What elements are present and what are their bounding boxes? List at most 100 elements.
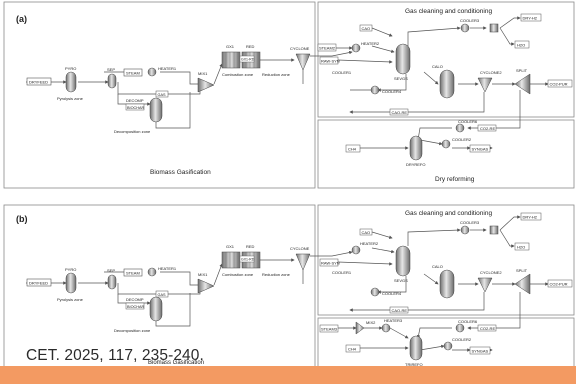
- co2re-block-b: [477, 324, 497, 332]
- cooler4-icon-b: [370, 287, 380, 297]
- drynh2-block-a: [520, 13, 542, 22]
- heater2-label-b: HEATER2: [360, 241, 379, 246]
- sevgs-reactor-a: [395, 43, 411, 75]
- gas-label-b: GAS: [158, 293, 166, 297]
- calo-label-a: CALO: [432, 64, 443, 69]
- decomp-label-b: DECOMP: [126, 297, 144, 302]
- co2re-block-a: [477, 124, 497, 132]
- steam-label-a: STEAM: [126, 71, 140, 76]
- cooler4-icon-a: [370, 85, 380, 95]
- cyclone2-icon-b: [477, 277, 493, 293]
- co2pur-block-a: [547, 79, 573, 88]
- cooler4-label-b: COOLER4: [382, 291, 402, 296]
- split-icon-a: [514, 73, 531, 95]
- heater1-icon-b: [147, 267, 157, 277]
- drynh2-label-a: DRY-H2: [523, 16, 538, 21]
- caore-block-a: [389, 108, 409, 116]
- cao-label-a: CAO: [362, 26, 371, 31]
- cleaning-title-b: Gas cleaning and conditioning: [405, 210, 492, 217]
- citation-caption: CET. 2025, 117, 235-240.: [26, 347, 204, 364]
- dryfeed-label-a: DRYFEED: [29, 80, 48, 85]
- gasification-frame-b: [3, 204, 316, 376]
- biochar-block-a: [125, 103, 145, 111]
- caore-block-b: [389, 306, 409, 314]
- steam2-label-a: STEAM2: [319, 46, 336, 51]
- mix1-label-b: MIX1: [198, 272, 208, 277]
- cyclone2-label-a: CYCLONE2: [480, 70, 502, 75]
- calo-label-b: CALO: [432, 264, 443, 269]
- decomp-label-a: DECOMP: [126, 98, 144, 103]
- syngas-block-a: [469, 144, 491, 153]
- h2o-label-b: H2O: [517, 245, 525, 250]
- dryfeed-block-b: [26, 278, 52, 287]
- caore-label-a: CAO-RE: [392, 110, 408, 115]
- rawsyn-label-b: RAW-SYN: [321, 261, 340, 266]
- panel-b: (b) Biomass Gasification Gas cleaning an…: [3, 204, 575, 376]
- co2re-label-a: CO2-RE: [480, 126, 495, 131]
- steam-block-a: [123, 68, 143, 77]
- cooler3-label-a: COOLER3: [460, 18, 480, 23]
- rawsyn-block-a: [319, 56, 339, 65]
- pyro-label-a: PYRO: [65, 66, 76, 71]
- gx1red-label-b: GX1-RD: [241, 258, 255, 262]
- biochar-label-a: BIOCHAR: [127, 106, 145, 110]
- cooler3-icon-a: [460, 23, 470, 33]
- decomp-reactor-a: [149, 97, 163, 123]
- heater1-icon-a: [147, 67, 157, 77]
- heater2-label-a: HEATER2: [361, 41, 380, 46]
- cooler6-label-b: COOLER6: [458, 319, 478, 324]
- drynh2-label-b: DRY-H2: [523, 215, 538, 220]
- sevgs-reactor-b: [395, 245, 411, 277]
- decomp-reactor-b: [149, 296, 163, 322]
- cooler2-icon-b: [443, 341, 453, 351]
- cooler1-label-b: COOLER1: [332, 270, 352, 275]
- cyclone2-icon-a: [477, 77, 493, 93]
- reduction-zone-b: Reduction zone: [262, 272, 291, 277]
- panel-a: (a) Biomass Gasification Gas cleaning an…: [3, 1, 575, 189]
- sep-block-a: [107, 73, 117, 89]
- caore-label-b: CAO-RE: [392, 308, 408, 313]
- gx1-reactor-b: [221, 251, 241, 269]
- ch4-block-a: [345, 144, 361, 153]
- dryref-reactor-a: [409, 135, 423, 161]
- gas-label-a: GAS: [158, 93, 166, 97]
- gx1-label-a: GX1: [226, 44, 235, 49]
- syngas-block-b: [469, 346, 491, 355]
- cyclone2-label-b: CYCLONE2: [480, 270, 502, 275]
- red-label-a: RED: [246, 44, 255, 49]
- cooler6-label-a: COOLER6: [458, 119, 478, 124]
- cooler3-icon-b: [460, 225, 470, 235]
- split-label-a: SPLIT: [516, 68, 528, 73]
- co2pur-block-b: [547, 279, 573, 288]
- decomposition-zone-b: Decomposition zone: [114, 328, 151, 333]
- combustion-zone-a: Combustion zone: [222, 72, 254, 77]
- gx1-reactor-a: [221, 51, 241, 69]
- heater3-icon-b: [381, 323, 391, 333]
- cyclone-label-a: CYCLONE: [290, 46, 310, 51]
- split-icon-b: [514, 273, 531, 295]
- trirefo-reactor-b: [409, 335, 423, 361]
- gasification-title-a: Biomass Gasification: [150, 169, 211, 176]
- cao-block-a: [359, 24, 373, 32]
- rawsyn-label-a: RAW-SYN: [321, 59, 340, 64]
- drynh2-block-b: [520, 212, 542, 221]
- cooler2-label-b: COOLER2: [452, 337, 472, 342]
- pyro-reactor-b: [65, 272, 77, 294]
- ch4-label-a: CH4: [348, 147, 357, 152]
- steam-label-b: STEAM: [126, 271, 140, 276]
- dryfeed-block-a: [26, 77, 52, 86]
- cleaning-title-a: Gas cleaning and conditioning: [405, 8, 492, 15]
- sep3-block-a: [489, 23, 499, 33]
- decomposition-zone-a: Decomposition zone: [114, 129, 151, 134]
- split-label-b: SPLIT: [516, 268, 528, 273]
- dryref-label-a: DRYREFO: [406, 162, 425, 167]
- red-label-b: RED: [246, 244, 255, 249]
- cleaning-frame-b: [317, 204, 575, 316]
- pyro-reactor-a: [65, 71, 77, 93]
- sevgs-label-a: SEVGS: [394, 76, 408, 81]
- panel-b-label: (b): [16, 214, 28, 224]
- steam3-label-b: STEAM3: [321, 327, 338, 332]
- co2pur-label-b: CO2-PUR: [550, 282, 568, 287]
- mix2-label-b: MIX2: [366, 320, 376, 325]
